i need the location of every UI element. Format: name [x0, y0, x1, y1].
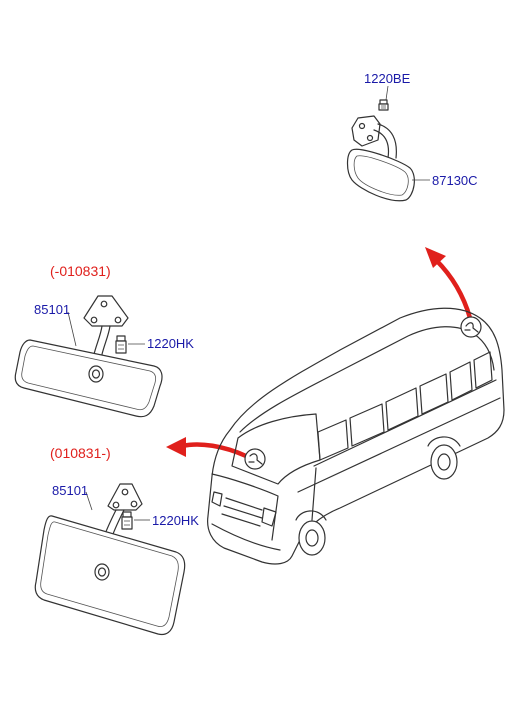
rear-mirror-callout [460, 316, 482, 338]
bolt-top-part [378, 85, 389, 111]
label-bolt-upper: 1220HK [147, 336, 194, 351]
top-mirror-glass [346, 148, 415, 202]
lower-mirror-assembly: (010831-) 85101 1220HK [34, 445, 199, 636]
arrow-to-top-mirror [425, 247, 473, 321]
arrow-to-lower-mirror [166, 437, 249, 459]
top-mirror-assembly: 1220BE 87130C [346, 71, 478, 202]
label-mirror-upper: 85101 [34, 302, 70, 317]
bolt-upper-part [115, 335, 127, 354]
front-mirror-callout [244, 448, 266, 470]
top-mirror-bracket [351, 115, 397, 159]
label-mirror-lower: 85101 [52, 483, 88, 498]
label-bolt-top: 1220BE [364, 71, 411, 86]
bolt-lower-part [121, 511, 133, 530]
upper-mirror-assembly: (-010831) 85101 1220HK [14, 263, 194, 418]
label-period-lower: (010831-) [50, 445, 111, 461]
label-bolt-lower: 1220HK [152, 513, 199, 528]
van-illustration [207, 307, 505, 565]
label-period-upper: (-010831) [50, 263, 111, 279]
label-mirror-top: 87130C [432, 173, 478, 188]
